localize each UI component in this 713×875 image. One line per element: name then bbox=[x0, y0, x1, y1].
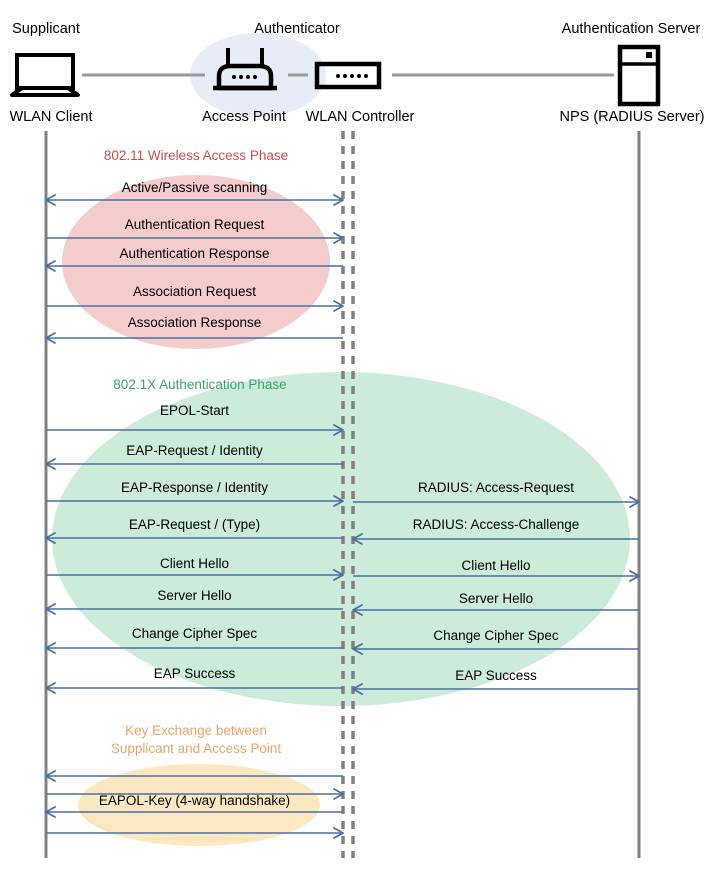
actor-role-authenticator: Authenticator bbox=[254, 21, 340, 37]
access-point-icon bbox=[213, 48, 277, 91]
message-label: RADIUS: Access-Request bbox=[418, 480, 574, 495]
message-arrow bbox=[46, 788, 344, 800]
message-arrow: Client Hello bbox=[46, 556, 344, 581]
message-label: EAPOL-Key (4-way handshake) bbox=[99, 793, 290, 808]
actor-role-supplicant: Supplicant bbox=[12, 21, 80, 37]
message-arrow: Change Cipher Spec bbox=[352, 628, 639, 655]
message-label: Server Hello bbox=[459, 591, 533, 606]
phase-label-dot1x-authentication: 802.1X Authentication Phase bbox=[113, 377, 286, 392]
phase-label-wireless-access: 802.11 Wireless Access Phase bbox=[104, 148, 288, 163]
actor-device-wlan-controller: WLAN Controller bbox=[306, 109, 415, 125]
message-label: Active/Passive scanning bbox=[122, 180, 268, 195]
server-icon bbox=[617, 44, 661, 107]
message-label: EAP Success bbox=[154, 666, 236, 681]
message-label: Client Hello bbox=[160, 556, 229, 571]
message-label: EAP-Response / Identity bbox=[121, 480, 268, 495]
actor-device-nps-radius-server: NPS (RADIUS Server) bbox=[559, 109, 704, 125]
message-arrow: EPOL-Start bbox=[46, 403, 344, 436]
message-label: Change Cipher Spec bbox=[433, 628, 559, 643]
phase-ellipse-key-exchange bbox=[78, 764, 320, 846]
message-label: EAP Success bbox=[455, 668, 537, 683]
phase-ellipse-dot1x-authentication bbox=[52, 372, 630, 706]
message-arrow: Authentication Request bbox=[46, 217, 344, 244]
authenticator-halo bbox=[190, 33, 326, 117]
message-label: Client Hello bbox=[461, 558, 530, 573]
message-label: Server Hello bbox=[157, 588, 231, 603]
message-label: EPOL-Start bbox=[160, 403, 229, 418]
message-arrow: EAP-Request / Identity bbox=[45, 443, 343, 470]
message-arrow: Association Response bbox=[45, 315, 343, 344]
message-arrow: EAP-Request / (Type) bbox=[45, 517, 343, 544]
message-arrow: Server Hello bbox=[352, 591, 639, 616]
message-arrow: RADIUS: Access-Challenge bbox=[352, 517, 639, 545]
message-arrow: EAP-Response / Identity bbox=[46, 480, 344, 507]
message-arrow: Client Hello bbox=[353, 558, 640, 582]
actor-device-wlan-client: WLAN Client bbox=[10, 109, 93, 125]
message-arrow: EAP Success bbox=[45, 666, 343, 694]
message-arrow: Server Hello bbox=[45, 588, 343, 615]
message-label: EAP-Request / (Type) bbox=[129, 517, 260, 532]
phase-label-key-exchange-line2: Supplicant and Access Point bbox=[111, 741, 282, 756]
message-label: EAP-Request / Identity bbox=[126, 443, 263, 458]
message-arrow bbox=[46, 827, 344, 839]
actor-device-access-point: Access Point bbox=[202, 109, 286, 125]
message-arrow: EAP Success bbox=[352, 668, 639, 695]
message-arrow: Change Cipher Spec bbox=[45, 626, 343, 654]
wlan-controller-icon bbox=[314, 61, 382, 90]
laptop-icon bbox=[10, 53, 80, 97]
message-label: Change Cipher Spec bbox=[132, 626, 258, 641]
phase-label-key-exchange-line1: Key Exchange between bbox=[125, 723, 267, 738]
message-arrow: Active/Passive scanning bbox=[45, 180, 344, 206]
message-arrow: EAPOL-Key (4-way handshake) bbox=[45, 793, 343, 818]
message-arrow: Association Request bbox=[46, 284, 344, 312]
message-arrow bbox=[45, 770, 343, 782]
message-label: Authentication Response bbox=[119, 246, 269, 261]
message-label: RADIUS: Access-Challenge bbox=[413, 517, 580, 532]
message-label: Authentication Request bbox=[125, 217, 265, 232]
message-arrow: RADIUS: Access-Request bbox=[353, 480, 640, 508]
message-label: Association Request bbox=[133, 284, 256, 299]
actor-role-authentication-server: Authentication Server bbox=[562, 21, 701, 37]
message-label: Association Response bbox=[128, 315, 262, 330]
message-arrow: Authentication Response bbox=[45, 246, 343, 272]
